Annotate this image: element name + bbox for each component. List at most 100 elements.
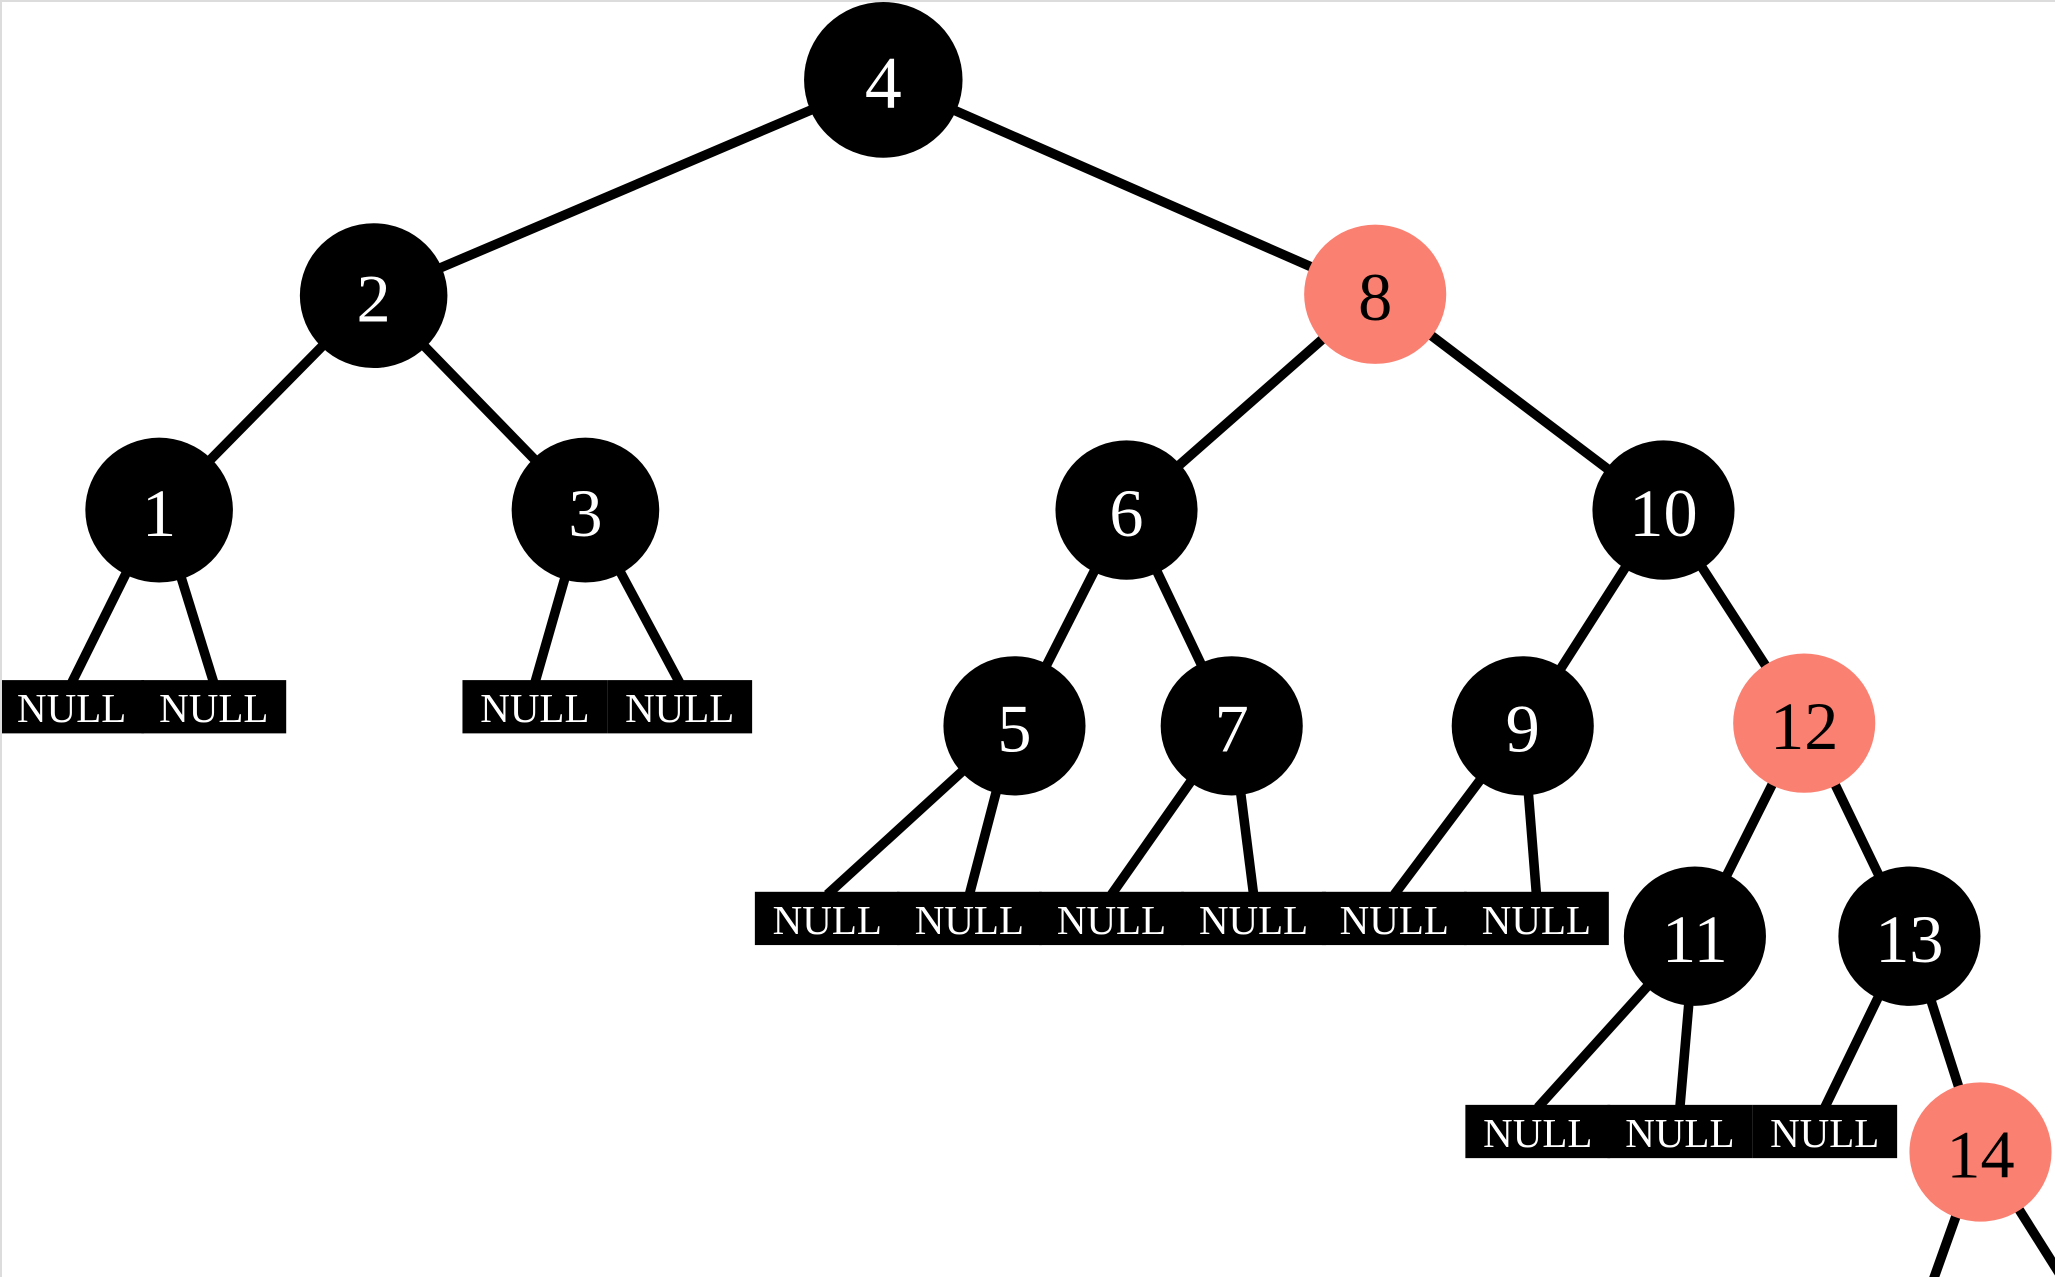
node-key-label: 11 [1662,901,1728,977]
node-key-label: 8 [1358,259,1392,335]
null-leaf-label: NULL [1057,897,1166,943]
null-leaf: NULL [2,680,145,734]
null-leaf-box [1752,1104,1898,1159]
null-leaf: NULL [1039,891,1184,946]
red-node-circle[interactable] [1304,224,1447,364]
tree-edge [1829,779,1885,881]
null-leaf: NULL [1321,891,1467,946]
null-leaf: NULL [462,680,608,734]
node-key-label: 7 [1215,691,1249,767]
tree-edge [1151,566,1208,670]
null-leaves-layer: NULL NULL NULL NULL NULL NULL NULL NULL NULL NULL… [2,680,1898,1159]
null-edge [530,573,571,685]
tree-node-4[interactable]: 4 [804,2,963,158]
black-node-circle[interactable] [1838,866,1981,1006]
tree-node-10[interactable]: 10 [1592,440,1735,580]
black-node-circle[interactable] [1451,656,1594,796]
black-node-circle[interactable] [299,223,448,369]
tree-node-9[interactable]: 9 [1451,656,1594,796]
tree-node-13[interactable]: 13 [1838,866,1981,1006]
null-edge [1929,1211,1962,1277]
black-node-circle[interactable] [511,437,660,583]
tree-edge [1173,333,1329,472]
null-edge [1390,774,1487,898]
black-node-circle[interactable] [1160,656,1303,796]
tree-node-8[interactable]: 8 [1304,224,1447,364]
tree-node-2[interactable]: 2 [299,223,448,369]
node-key-label: 13 [1875,901,1943,977]
black-node-circle[interactable] [1592,440,1735,580]
null-leaf: NULL [1607,1104,1753,1159]
null-edge [964,787,1002,896]
null-leaf-label: NULL [17,685,126,731]
node-key-label: 9 [1506,691,1540,767]
tree-edge [948,104,1317,273]
node-key-label: 14 [1946,1117,2014,1193]
null-leaf-box [896,891,1042,946]
red-node-circle[interactable] [1909,1082,2052,1222]
tree-node-6[interactable]: 6 [1055,440,1198,580]
tree-edge [1925,996,1965,1092]
tree-edge [1554,561,1632,675]
null-leaf-label: NULL [1199,897,1308,943]
null-leaf-box [1464,891,1609,946]
tree-edge [1040,565,1101,671]
null-leaf: NULL [1181,891,1326,946]
null-leaf-label: NULL [1483,1110,1592,1156]
red-node-circle[interactable] [1733,653,1876,793]
black-node-circle[interactable] [1623,866,1766,1006]
tree-node-5[interactable]: 5 [943,656,1086,796]
null-leaf: NULL [607,680,753,734]
node-key-label: 3 [568,475,602,551]
null-edge [824,765,969,899]
null-leaf-box [1607,1104,1753,1159]
tree-edge [434,103,818,274]
null-edge [67,567,133,685]
node-key-label: 12 [1770,688,1838,764]
tree-node-12[interactable]: 12 [1733,653,1876,793]
null-edge [1675,1000,1694,1109]
tree-node-7[interactable]: 7 [1160,656,1303,796]
tree-node-11[interactable]: 11 [1623,866,1766,1006]
tree-edge [418,340,541,466]
null-leaf: NULL [1465,1104,1611,1159]
black-node-circle[interactable] [804,2,963,158]
null-leaf-box [1465,1104,1611,1159]
tree-node-14[interactable]: 14 [1909,1082,2052,1222]
null-leaf: NULL [1464,891,1609,946]
null-leaf: NULL [754,891,900,946]
null-leaf-label: NULL [1625,1110,1734,1156]
edges-layer [67,103,2055,1277]
node-key-label: 4 [865,42,902,124]
node-key-label: 2 [357,260,391,336]
null-leaf-box [1321,891,1467,946]
null-leaf-box [607,680,753,734]
node-key-label: 5 [997,691,1031,767]
null-leaf-box [141,680,287,734]
null-leaf-label: NULL [1340,897,1449,943]
black-node-circle[interactable] [1055,440,1198,580]
black-node-circle[interactable] [85,437,233,583]
tree-node-3[interactable]: 3 [511,437,660,583]
null-leaf-label: NULL [480,685,589,731]
black-node-circle[interactable] [943,656,1086,796]
null-leaf-box [462,680,608,734]
tree-edge [204,339,329,466]
node-key-label: 10 [1629,475,1697,551]
tree-edge [1695,561,1772,672]
null-leaf-label: NULL [1482,897,1591,943]
null-edge [2012,1203,2055,1276]
null-leaf-label: NULL [773,897,882,943]
node-key-label: 1 [142,475,176,551]
tree-edge [1425,329,1614,476]
tree-node-1[interactable]: 1 [85,437,233,583]
null-leaf: NULL [141,680,287,734]
null-edge [614,566,684,686]
null-edge [1523,790,1542,895]
null-leaf-box [1039,891,1184,946]
null-leaf-label: NULL [915,897,1024,943]
null-leaf-box [2,680,145,734]
null-edge [1107,775,1197,898]
null-leaf: NULL [1752,1104,1898,1159]
